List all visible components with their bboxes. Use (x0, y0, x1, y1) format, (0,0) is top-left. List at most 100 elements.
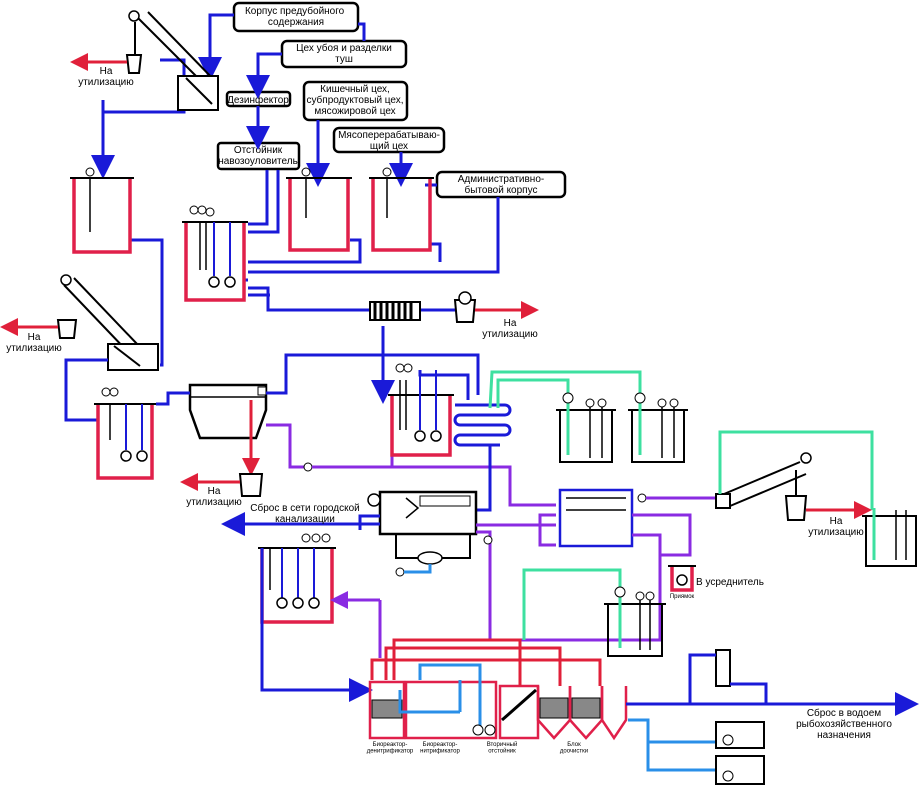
tank-6 (388, 363, 454, 457)
waste-bin-2 (453, 291, 477, 323)
label-korpus-predub: Корпус предубойного содержания (245, 5, 347, 28)
bioreactor-block (368, 638, 628, 741)
aerotank-2 (628, 392, 688, 463)
svg-text:В усреднитель: В усреднитель (696, 577, 764, 588)
svg-text:Дезинфектор: Дезинфектор (227, 94, 289, 106)
flow-to-flotator (156, 391, 190, 406)
flow-to-reactor (476, 445, 492, 512)
label-sbros-gorod: Сброс в сети городской (250, 502, 359, 514)
screw-conveyor-3 (715, 452, 812, 521)
tank-5 (94, 387, 156, 480)
svg-text:Биореактор-денитрификатор: Биореактор-денитрификатор (367, 742, 414, 755)
recycle-2 (418, 663, 482, 728)
label-admin: Административно- (458, 174, 544, 185)
heat-exchanger-coil (453, 403, 512, 447)
label-vtorichny: Вторичный (487, 741, 518, 748)
recycle-pump-2 (484, 724, 496, 736)
label-na-util-4: На (208, 486, 221, 497)
label-na-util-3: На (28, 332, 41, 343)
label-na-util-1: На (100, 66, 113, 77)
label-dezinfektor: Дезинфектор (227, 94, 289, 106)
label-bioreaktor-denit: Биореактор- (373, 742, 408, 748)
reactor-block (367, 490, 478, 577)
flow-to-tank-5 (64, 358, 108, 422)
box-korpus-predub: Корпус предубойного содержания (232, 1, 360, 33)
aerotank-4 (604, 586, 666, 657)
reagent-down-1 (476, 530, 492, 640)
label-korpus-predub-text: Корпус предубойного (245, 5, 345, 17)
label-kishechny: Кишечный цех, (320, 84, 390, 95)
svg-text:Мясоперерабатываю-щий цех: Мясоперерабатываю-щий цех (338, 129, 440, 152)
aerotank-1 (556, 392, 616, 463)
svg-text:Кишечный цех,субпродуктовый це: Кишечный цех,субпродуктовый цех,мясожиро… (306, 84, 403, 117)
reagent-pump-1 (303, 462, 313, 472)
label-priyamok: Приямок (670, 594, 695, 600)
label-blok-doochist: Блок (567, 742, 581, 748)
flow-to-bioreactor (260, 548, 373, 702)
blower-1 (715, 721, 765, 749)
coil-loop (418, 370, 470, 400)
label-tseh-uboya: Цех убоя и разделки (296, 42, 392, 54)
recycle-pump (472, 724, 484, 736)
box-kishechny: Кишечный цех,субпродуктовый цех,мясожиро… (302, 80, 409, 122)
air-line-right (718, 430, 874, 510)
reagent-line-1 (266, 423, 304, 469)
label-v-usrednitel: В усреднитель (696, 577, 764, 588)
grate-filter (369, 301, 421, 321)
flotator (188, 383, 268, 440)
lblue-line-1 (628, 718, 716, 744)
svg-text:Приямок: Приямок (670, 594, 695, 600)
flow-left (358, 514, 380, 530)
reagent-line-2 (392, 465, 556, 507)
lblue-line-2 (646, 742, 716, 772)
reagent-to-priyamok (632, 513, 692, 557)
tank-7 (258, 533, 336, 624)
main-flow-top (91, 13, 500, 404)
blower-2 (715, 755, 765, 785)
reagent-pump-2 (483, 535, 493, 545)
svg-text:Биореактор-нитрификатор: Биореактор-нитрификатор (420, 742, 460, 755)
tank-1 (70, 167, 134, 254)
reagent-loop (538, 513, 556, 547)
box-myasopererab: Мясоперерабатываю-щий цех (332, 126, 446, 154)
label-sbros-vodoem: Сброс в водоем (807, 707, 881, 719)
air-line-1 (488, 370, 642, 409)
flow-flotator-out (266, 353, 480, 395)
settler-box (558, 488, 647, 548)
air-to-reactor (404, 564, 432, 574)
box-dezinfektor: Дезинфектор (225, 90, 292, 108)
label-myasopererab: Мясоперерабатываю- (338, 129, 440, 141)
air-line-2 (496, 378, 570, 408)
label-na-util-5: На (830, 516, 843, 527)
waste-bin-3 (238, 473, 264, 497)
label-bioreaktor-nitr: Биореактор- (423, 742, 458, 748)
air-line-bottom (522, 568, 622, 640)
reagent-line-1b (312, 456, 394, 469)
label-na-util-2: На (504, 318, 517, 329)
reagent-return (490, 533, 662, 642)
box-admin: Административно-бытовой корпус (435, 170, 567, 199)
priyamok: Приямок (668, 565, 696, 600)
screw-conveyor-1 (125, 10, 219, 111)
screw-conveyor-2 (56, 274, 159, 371)
label-otstoinik: Отстойник (234, 145, 283, 156)
tank-4-averager (182, 205, 248, 302)
